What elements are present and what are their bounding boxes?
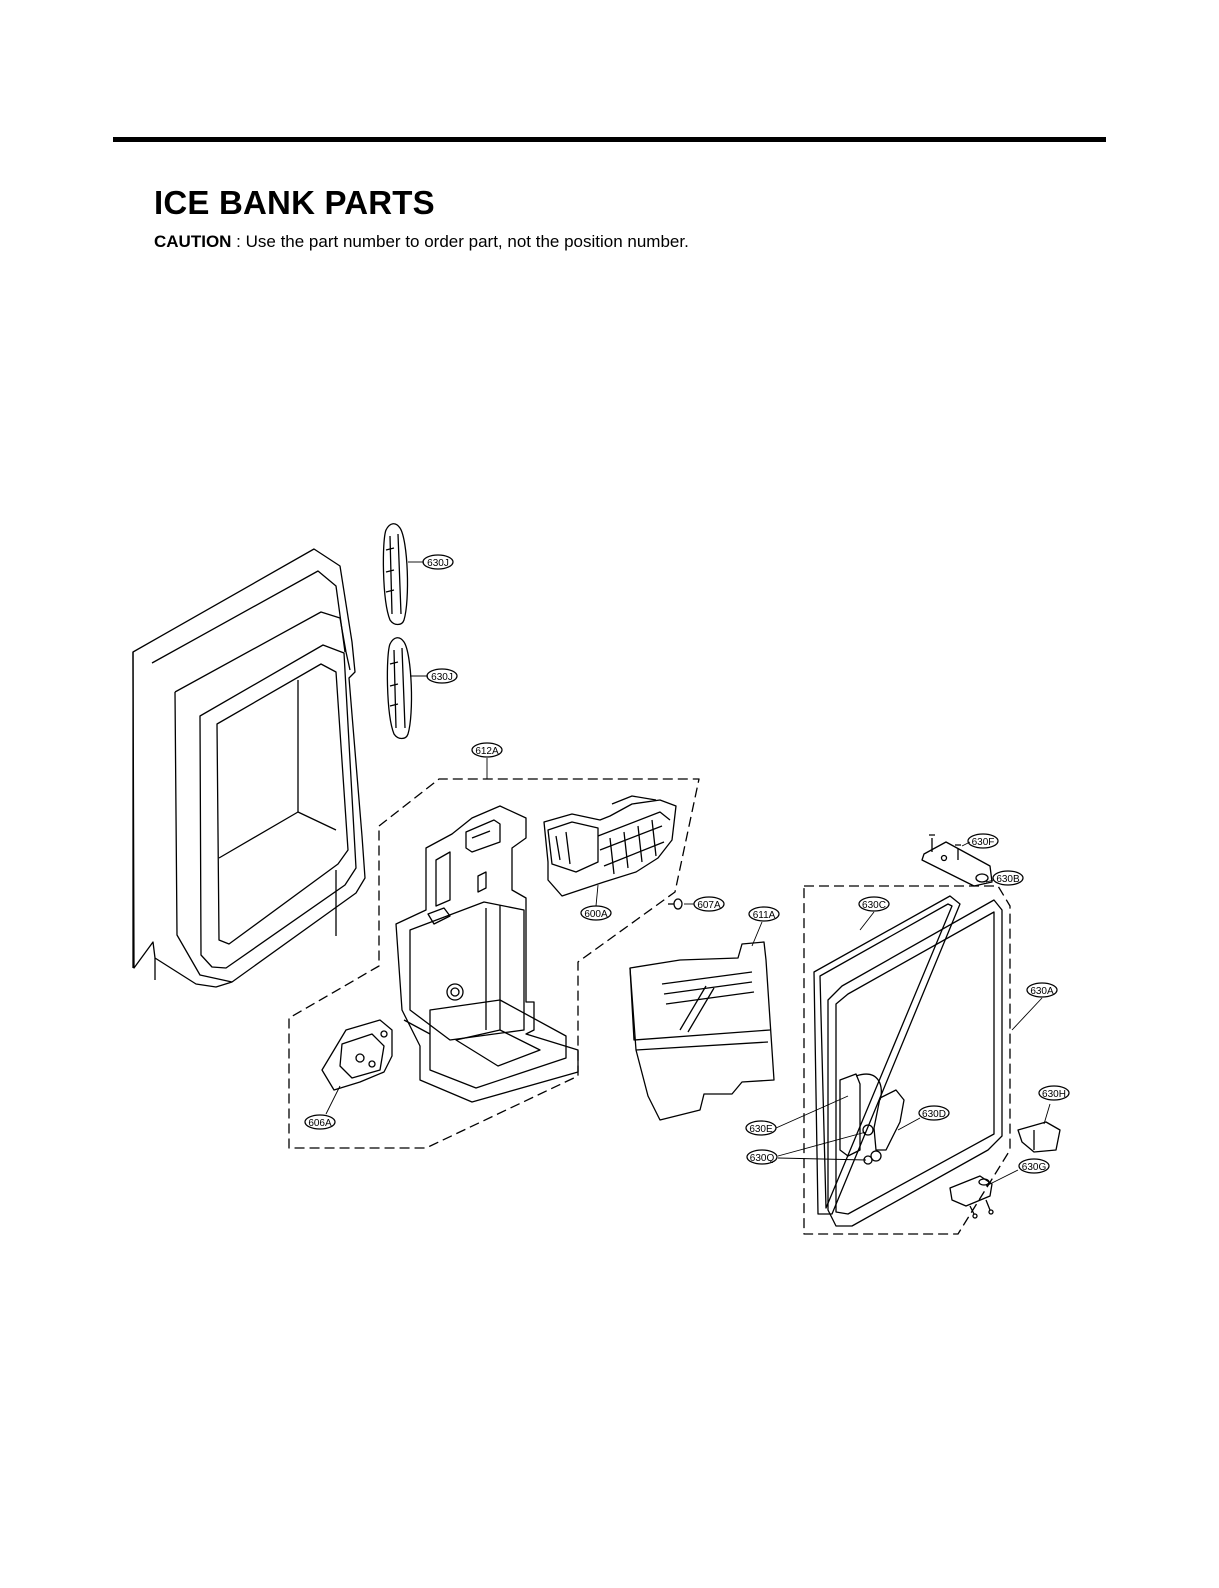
svg-text:606A: 606A (308, 1118, 332, 1129)
svg-text:612A: 612A (475, 746, 499, 757)
callout-630c: 630C (858, 896, 890, 912)
svg-text:630J: 630J (427, 558, 449, 569)
bracket-606a (321, 1019, 393, 1091)
callout-612a: 612A (471, 742, 503, 758)
assembly-630-outline (803, 885, 1011, 1235)
callout-630a: 630A (1026, 982, 1058, 998)
caution-label: CAUTION (154, 232, 232, 251)
callout-630b: 630B (992, 870, 1024, 886)
caution-note: CAUTION : Use the part number to order p… (154, 232, 689, 252)
callout-630q: 630Q (746, 1149, 778, 1165)
handle-insert-630j-bottom (386, 637, 413, 740)
top-hinge (921, 834, 993, 887)
callout-630f: 630F (967, 833, 999, 849)
assembly-612a-outline (288, 778, 700, 1149)
caution-text: : Use the part number to order part, not… (231, 232, 689, 251)
svg-text:630F: 630F (972, 837, 995, 848)
svg-text:630G: 630G (1022, 1162, 1047, 1173)
door-frame (132, 548, 366, 988)
svg-text:600A: 600A (584, 909, 608, 920)
svg-text:607A: 607A (697, 900, 721, 911)
latch-630h (1017, 1121, 1061, 1153)
svg-text:630D: 630D (922, 1109, 946, 1120)
page-title: ICE BANK PARTS (154, 184, 435, 221)
callout-630g: 630G (1018, 1158, 1050, 1174)
svg-text:630J: 630J (431, 672, 453, 683)
svg-text:630A: 630A (1030, 986, 1054, 997)
svg-text:630H: 630H (1042, 1089, 1066, 1100)
handle-insert-630j-top (382, 523, 409, 626)
knob-607a (668, 898, 683, 910)
header-rule (113, 137, 1106, 142)
ice-maker (543, 795, 677, 897)
svg-text:611A: 611A (753, 910, 776, 921)
callout-630d: 630D (918, 1105, 950, 1121)
callout-630h: 630H (1038, 1085, 1070, 1101)
svg-text:630E: 630E (749, 1124, 773, 1135)
svg-text:630C: 630C (862, 900, 886, 911)
callout-630e: 630E (745, 1120, 777, 1136)
callout-607a: 607A (693, 896, 725, 912)
callout-630j-bottom: 630J (426, 668, 458, 684)
callout-630j-top: 630J (422, 554, 454, 570)
svg-text:630Q: 630Q (750, 1153, 775, 1164)
ice-bin-cover (629, 941, 775, 1121)
door-gasket (813, 895, 961, 1215)
bottom-hinge (949, 1175, 994, 1219)
svg-text:630B: 630B (996, 874, 1020, 885)
ice-bank-door (827, 899, 1003, 1227)
ice-bank-housing (395, 805, 579, 1103)
callout-606a: 606A (304, 1114, 336, 1130)
callout-600a: 600A (580, 905, 612, 921)
callout-611a: 611A (748, 906, 780, 922)
leader-lines (325, 561, 1051, 1187)
callout-labels: 630J 630J 612A 600A 607A 611A 606A 630F (304, 554, 1070, 1174)
